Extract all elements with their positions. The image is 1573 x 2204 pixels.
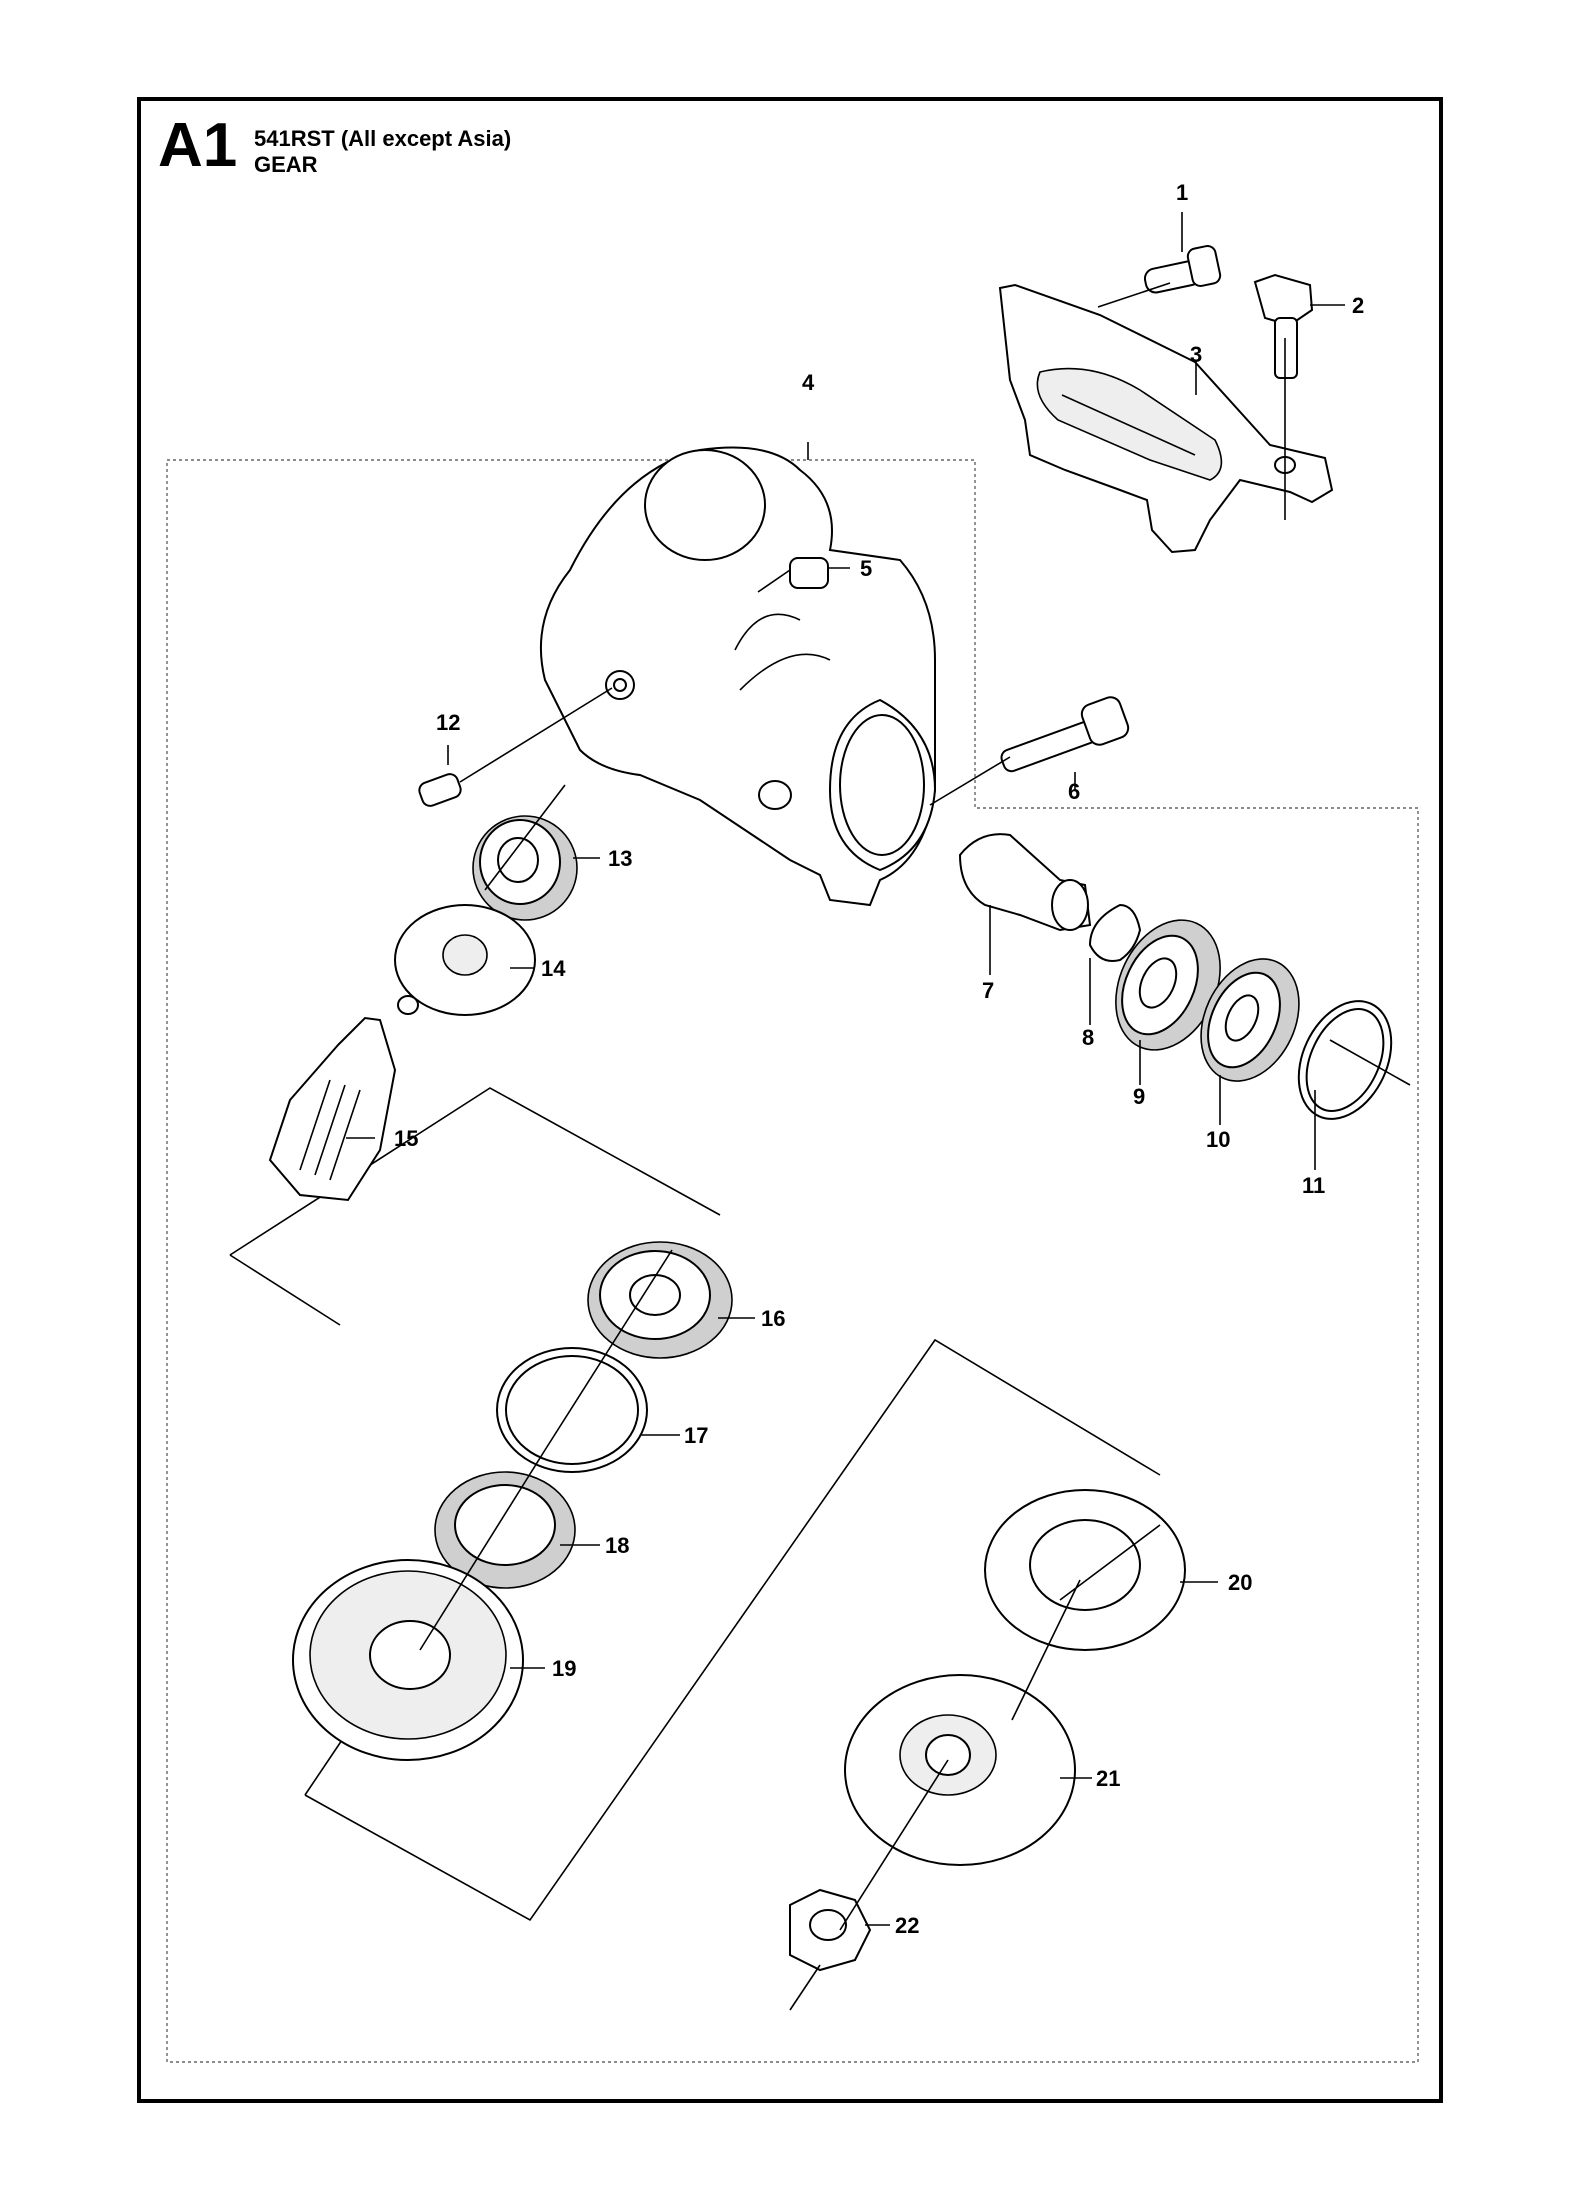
assembly-group-outline <box>166 459 1419 2063</box>
callout-8: 8 <box>1082 1025 1094 1050</box>
bearing-part-10 <box>1200 958 1300 1082</box>
callout-22: 22 <box>895 1913 919 1938</box>
callout-1: 1 <box>1176 180 1188 205</box>
circlip-part-17-inner <box>505 1355 639 1465</box>
callout-20: 20 <box>1228 1570 1252 1595</box>
diagram-frame <box>137 97 1443 2103</box>
callout-2: 2 <box>1352 293 1364 318</box>
screw-part-5 <box>789 557 829 589</box>
callout-19: 19 <box>552 1656 576 1681</box>
screw-part-1 <box>1143 244 1222 294</box>
bearing-part-13 <box>472 815 578 921</box>
washer-part-14 <box>394 904 536 1016</box>
callout-18: 18 <box>605 1533 629 1558</box>
callout-6: 6 <box>1068 779 1080 804</box>
thrust-washer-part-21 <box>844 1674 1076 1866</box>
nut-part-22 <box>789 1888 872 1972</box>
callout-9: 9 <box>1133 1084 1145 1109</box>
callout-17: 17 <box>684 1423 708 1448</box>
callout-16: 16 <box>761 1306 785 1331</box>
bracket-lines-upper-left <box>229 1254 341 1326</box>
model-title: 541RST (All except Asia) <box>254 126 512 151</box>
bolt-part-6 <box>1000 696 1130 773</box>
pin-part-2 <box>1253 273 1314 379</box>
section-title: GEAR <box>254 152 318 177</box>
gear-housing <box>539 446 937 907</box>
screw-part-12 <box>418 773 462 807</box>
callout-13: 13 <box>608 846 632 871</box>
leader-lines <box>346 212 1411 2011</box>
shaft-part-7 <box>958 833 1092 932</box>
seal-part-18 <box>434 1471 576 1589</box>
callout-4: 4 <box>802 370 815 395</box>
callout-labels: 1 2 3 4 5 6 7 8 9 10 11 12 13 14 15 16 1… <box>394 180 1364 1938</box>
bearing-part-9 <box>1115 919 1221 1051</box>
callout-12: 12 <box>436 710 460 735</box>
section-code: A1 <box>158 111 238 180</box>
bracket-lines-lower <box>304 1338 1161 1922</box>
circlip-part-8 <box>1088 903 1142 962</box>
bracket-lines-lower-left <box>304 1739 343 1796</box>
bracket-lines-upper <box>229 1087 721 1256</box>
gear-wheel-part-19 <box>292 1559 524 1761</box>
callout-11: 11 <box>1302 1173 1325 1198</box>
support-cup-part-20 <box>984 1489 1186 1651</box>
callout-15: 15 <box>394 1126 418 1151</box>
callout-14: 14 <box>541 956 566 981</box>
callout-3: 3 <box>1190 342 1202 367</box>
callout-5: 5 <box>860 556 872 581</box>
guard-plate <box>998 283 1334 554</box>
retaining-ring-inner <box>1305 1007 1385 1113</box>
callout-10: 10 <box>1206 1127 1230 1152</box>
pinion-shaft-part-15 <box>268 995 419 1202</box>
callout-7: 7 <box>982 978 994 1003</box>
bearing-part-16 <box>587 1241 733 1359</box>
callout-21: 21 <box>1096 1766 1120 1791</box>
